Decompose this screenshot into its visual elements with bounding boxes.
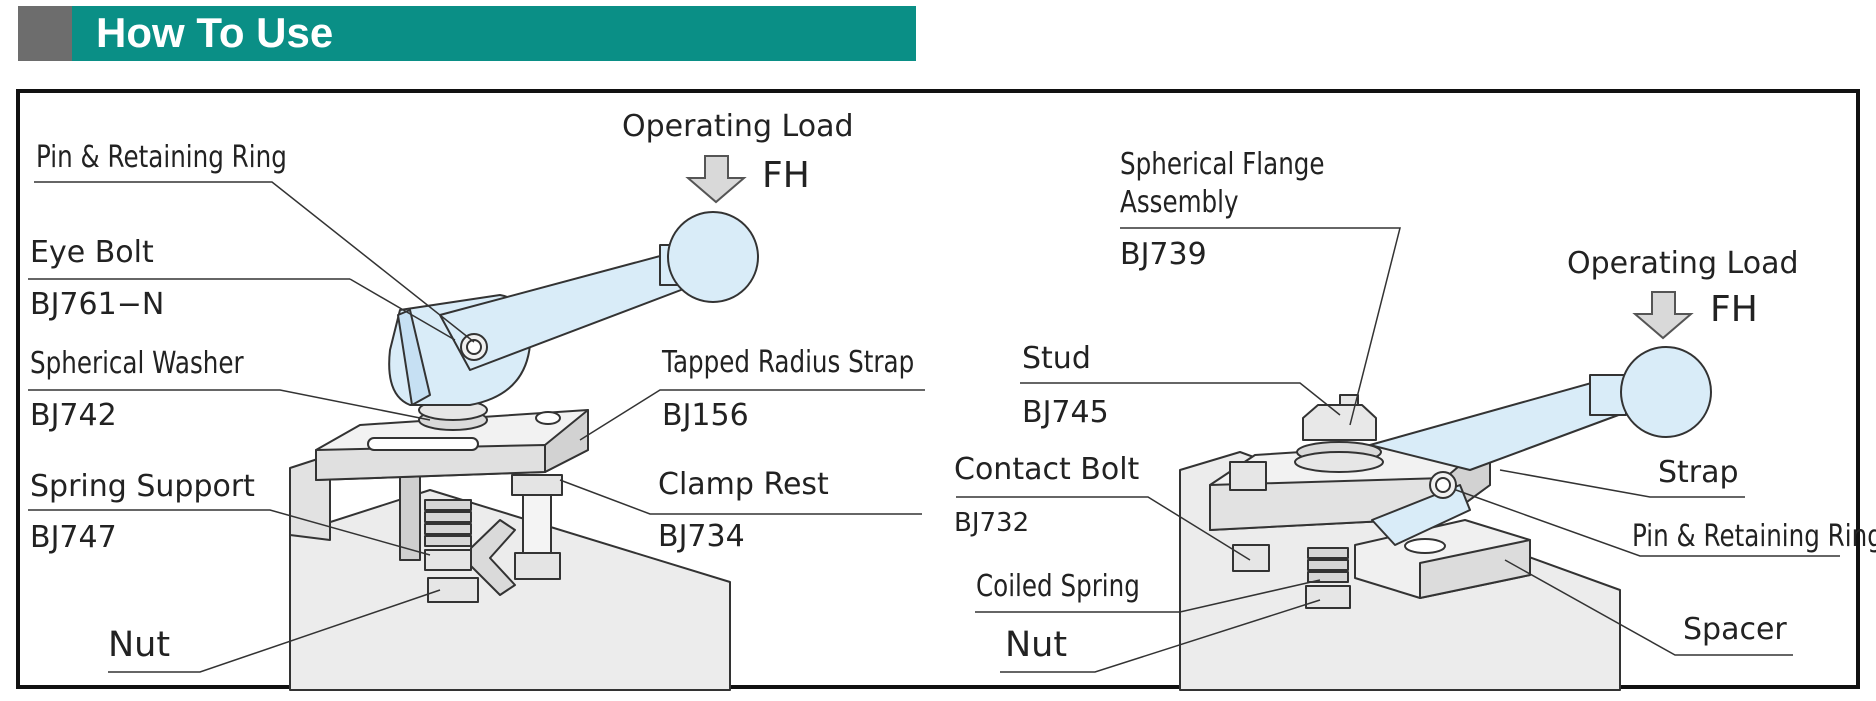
- section-header: How To Use: [18, 6, 916, 61]
- right-load-symbol: FH: [1710, 289, 1758, 330]
- code-spherical-flange: BJ739: [1120, 237, 1207, 272]
- label-spherical-flange-line2: Assembly: [1120, 185, 1239, 220]
- label-nut-right: Nut: [1005, 625, 1068, 665]
- left-load-ball: [667, 211, 759, 303]
- left-nut: [427, 577, 479, 603]
- right-load-ball: [1620, 346, 1712, 438]
- right-nut: [1305, 585, 1351, 609]
- code-tapped-radius-strap: BJ156: [662, 398, 749, 433]
- label-spherical-flange: Spherical Flange: [1120, 147, 1325, 182]
- right-assembly: [1179, 346, 1712, 691]
- code-eye-bolt: BJ761−N: [30, 287, 165, 322]
- left-wing-nut: [470, 519, 516, 596]
- label-clamp-rest: Clamp Rest: [658, 467, 829, 502]
- diagram-frame: [16, 89, 1860, 689]
- label-tapped-radius-strap: Tapped Radius Strap: [662, 345, 915, 380]
- label-nut-left: Nut: [108, 625, 171, 665]
- code-stud: BJ745: [1022, 395, 1109, 430]
- right-load-arrow-icon: [1632, 291, 1694, 340]
- left-load-arrow-icon: [685, 155, 747, 204]
- code-contact-bolt: BJ732: [954, 508, 1030, 538]
- left-load-title: Operating Load: [622, 109, 854, 144]
- left-leader-lines: [28, 181, 925, 673]
- left-stud: [399, 469, 421, 561]
- section-title: How To Use: [96, 9, 334, 56]
- left-load-symbol: FH: [762, 155, 810, 196]
- code-spherical-washer: BJ742: [30, 398, 117, 433]
- header-accent-block: [18, 6, 72, 61]
- label-contact-bolt: Contact Bolt: [954, 452, 1140, 487]
- right-leader-lines: [956, 227, 1840, 673]
- code-spring-support: BJ747: [30, 520, 117, 555]
- right-spring: [1307, 547, 1349, 583]
- label-stud: Stud: [1022, 341, 1091, 376]
- label-strap: Strap: [1658, 455, 1739, 490]
- right-load-title: Operating Load: [1567, 246, 1799, 281]
- label-eye-bolt: Eye Bolt: [30, 235, 154, 270]
- label-spherical-washer: Spherical Washer: [30, 346, 244, 381]
- code-clamp-rest: BJ734: [658, 519, 745, 554]
- left-spring: [424, 499, 472, 547]
- left-assembly: [289, 211, 759, 691]
- right-contact-bolt: [1229, 461, 1267, 491]
- label-pin-retaining-ring-right: Pin & Retaining Ring: [1632, 519, 1876, 554]
- label-pin-retaining-ring-left: Pin & Retaining Ring: [36, 140, 287, 175]
- label-spring-support: Spring Support: [30, 469, 255, 504]
- label-spacer: Spacer: [1683, 612, 1787, 647]
- label-coiled-spring: Coiled Spring: [976, 569, 1140, 604]
